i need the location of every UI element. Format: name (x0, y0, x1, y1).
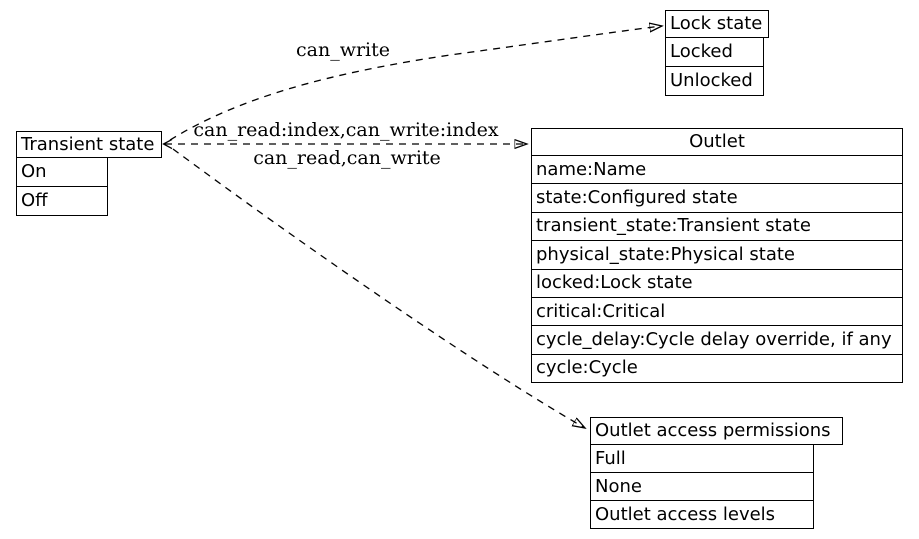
enum-row: Outlet access levels (590, 500, 814, 529)
attribute-row: cycle_delay:Cycle delay override, if any (531, 325, 903, 355)
node-title-outlet-access-permissions: Outlet access permissions (590, 417, 843, 445)
edge-label-can-read-write-index: can_read:index,can_write:index (193, 119, 499, 141)
attribute-row: locked:Lock state (531, 268, 903, 298)
edge-label-can-read-can-write: can_read,can_write (253, 147, 441, 169)
enum-row: None (590, 472, 814, 501)
node-title-lock-state: Lock state (665, 10, 769, 38)
node-title-transient-state: Transient state (16, 131, 162, 158)
node-title-outlet: Outlet (531, 128, 903, 156)
enum-row: On (16, 157, 108, 187)
edge-label-can-write: can_write (295, 39, 391, 61)
attribute-row: name:Name (531, 155, 903, 185)
enum-row: Locked (665, 37, 764, 67)
enum-row: Off (16, 186, 108, 216)
reverse-vee-arrowhead (162, 138, 173, 150)
edge-can-read-can-write (172, 148, 585, 428)
enum-row: Unlocked (665, 66, 764, 96)
attribute-row: transient_state:Transient state (531, 211, 903, 242)
enum-row: Full (590, 444, 814, 473)
attribute-row: state:Configured state (531, 183, 903, 213)
attribute-row: physical_state:Physical state (531, 240, 903, 270)
attribute-row: critical:Critical (531, 296, 903, 327)
attribute-row: cycle:Cycle (531, 353, 903, 384)
edge-can-write (169, 26, 662, 141)
